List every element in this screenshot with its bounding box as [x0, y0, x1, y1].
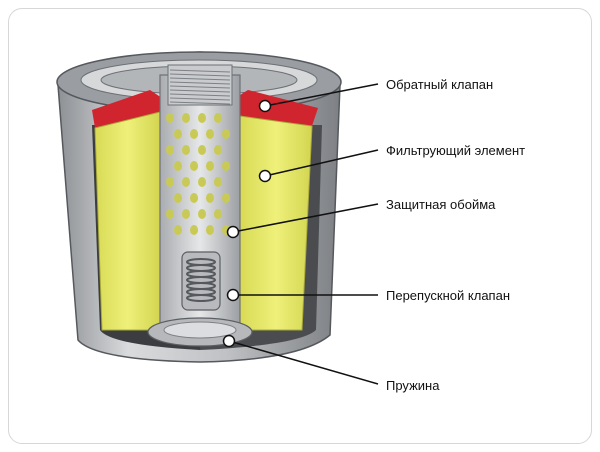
- perforation-hole: [174, 161, 182, 171]
- callout-dot-bypass-valve: [226, 288, 240, 302]
- perforation-hole: [214, 145, 222, 155]
- callout-dot-protective-cage: [226, 225, 240, 239]
- perforation-hole: [166, 145, 174, 155]
- thread-line: [169, 73, 231, 77]
- thread-line: [169, 77, 231, 81]
- perforation-hole: [174, 225, 182, 235]
- callout-line-filter-element: [264, 149, 379, 177]
- thread-line: [169, 81, 231, 85]
- perforation-hole: [206, 129, 214, 139]
- perforation-hole: [182, 209, 190, 219]
- perforation-hole: [190, 161, 198, 171]
- callout-line-check-valve: [264, 83, 379, 107]
- perforation-hole: [174, 193, 182, 203]
- perforation-hole: [222, 193, 230, 203]
- callout-dot-filter-element: [258, 169, 272, 183]
- perforation-hole: [174, 129, 182, 139]
- perforation-hole: [198, 113, 206, 123]
- thread-line: [169, 93, 231, 97]
- perforation-hole: [214, 113, 222, 123]
- perforation-hole: [182, 177, 190, 187]
- check-valve-gasket: [92, 90, 318, 128]
- perforation-hole: [166, 113, 174, 123]
- perforation-hole: [198, 209, 206, 219]
- perforation-hole: [214, 177, 222, 187]
- perforation-hole: [182, 145, 190, 155]
- thread-line: [169, 101, 231, 105]
- perforation-hole: [190, 225, 198, 235]
- callout-line-spring: [228, 340, 379, 385]
- callout-dots: [222, 99, 272, 348]
- perforation-hole: [198, 177, 206, 187]
- label-spring: Пружина: [386, 378, 440, 393]
- label-protective-cage: Защитная обойма: [386, 197, 496, 212]
- thread-line: [169, 97, 231, 101]
- perforation-hole: [198, 145, 206, 155]
- bottom-spring-plate: [147, 317, 253, 347]
- label-bypass-valve: Перепускной клапан: [386, 288, 510, 303]
- perforation-hole: [166, 177, 174, 187]
- perforation-hole: [166, 209, 174, 219]
- label-check-valve: Обратный клапан: [386, 77, 494, 92]
- label-filter-element: Фильтрующий элемент: [386, 143, 526, 158]
- perforation-hole: [222, 161, 230, 171]
- thread-line: [169, 89, 231, 93]
- thread-line: [169, 69, 231, 73]
- callout-dot-spring: [222, 334, 236, 348]
- perforation-hole: [206, 161, 214, 171]
- perforation-hole: [214, 209, 222, 219]
- bypass-valve-spring: [181, 251, 221, 311]
- perforation-hole: [182, 113, 190, 123]
- spring-coil: [186, 294, 216, 302]
- perforation-hole: [206, 225, 214, 235]
- thread-line: [169, 85, 231, 89]
- callout-line-protective-cage: [232, 203, 379, 233]
- perforation-hole: [206, 193, 214, 203]
- filter-element-left: [94, 111, 161, 331]
- perforation-hole: [190, 193, 198, 203]
- perforation-hole: [190, 129, 198, 139]
- callout-dot-check-valve: [258, 99, 272, 113]
- perforation-hole: [222, 129, 230, 139]
- callout-lines: [228, 83, 379, 385]
